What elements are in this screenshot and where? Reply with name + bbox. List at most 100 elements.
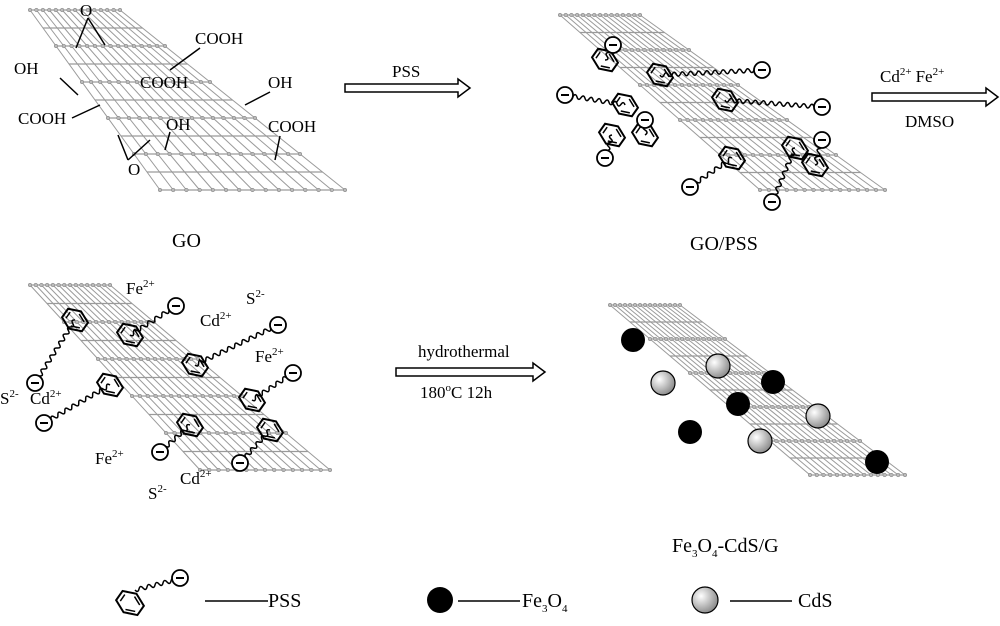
carbon-atom xyxy=(147,43,152,49)
double-bond xyxy=(615,128,622,138)
carbon-atom xyxy=(169,393,174,399)
carbon-atom xyxy=(637,12,643,18)
carbon-atom xyxy=(89,79,94,85)
negative-charge-icon xyxy=(26,374,44,392)
legend-pss: PSS xyxy=(268,590,301,612)
carbon-atom xyxy=(700,82,706,88)
benzene-ring-icon xyxy=(114,589,146,617)
carbon-atom xyxy=(90,282,95,288)
ring xyxy=(95,372,125,398)
carbon-atom xyxy=(739,117,744,123)
double-bond xyxy=(735,151,742,161)
carbon-atom xyxy=(722,336,728,342)
negative-charge-icon xyxy=(604,36,622,54)
carbon-atom xyxy=(286,151,291,157)
carbon-atom xyxy=(780,438,785,444)
svg-text:S2-: S2- xyxy=(148,483,167,503)
ring xyxy=(255,417,285,443)
carbon-atom xyxy=(762,117,767,123)
carbon-atom xyxy=(27,282,33,288)
carbon-atom xyxy=(189,115,195,121)
carbon-atom xyxy=(329,187,334,193)
oh-label: OH xyxy=(14,59,39,78)
carbon-atom xyxy=(669,336,674,342)
carbon-atom xyxy=(699,370,704,376)
reaction-arrow xyxy=(395,361,547,383)
carbon-atom xyxy=(733,370,738,376)
lattice-line xyxy=(87,9,280,191)
carbon-atom xyxy=(124,43,129,49)
carbon-atom xyxy=(756,370,761,376)
double-bond xyxy=(119,594,126,602)
carbon-atom xyxy=(126,115,132,121)
ring xyxy=(180,352,210,378)
carbon-atom xyxy=(110,356,115,362)
carbon-atom xyxy=(116,79,121,85)
negative-charge-icon xyxy=(171,569,189,587)
carbon-atom xyxy=(153,393,158,399)
carbon-atom xyxy=(300,467,305,473)
carbon-atom xyxy=(745,370,750,376)
carbon-atom xyxy=(143,151,148,157)
carbon-atom xyxy=(770,404,775,410)
carbon-atom xyxy=(129,393,135,399)
svg-text:Cd2+: Cd2+ xyxy=(200,310,232,330)
bond-line xyxy=(244,91,271,106)
fe-ion: Fe xyxy=(916,67,933,86)
carbon-atom xyxy=(857,438,863,444)
carbon-atom xyxy=(661,47,666,53)
cds-particle-icon xyxy=(805,403,831,429)
double-bond xyxy=(798,141,805,151)
gopss-title: GO/PSS xyxy=(690,233,758,255)
carbon-atom xyxy=(111,7,116,13)
carbon-atom xyxy=(655,47,660,53)
carbon-atom xyxy=(126,319,131,325)
svg-text:Fe2+: Fe2+ xyxy=(126,278,155,298)
carbon-atom xyxy=(237,187,242,193)
double-bond xyxy=(805,156,811,164)
carbon-atom xyxy=(820,187,825,193)
carbon-atom xyxy=(162,43,168,49)
negative-charge-icon xyxy=(231,454,249,472)
lattice-line xyxy=(36,9,174,191)
arrow-shape xyxy=(395,361,547,383)
legend-fe3o4: Fe3O4 xyxy=(522,590,568,615)
carbon-atom xyxy=(85,7,90,13)
carbon-atom xyxy=(62,282,67,288)
double-bond xyxy=(818,158,825,168)
sulfonate-chain xyxy=(134,577,176,593)
reaction-arrow xyxy=(871,86,1000,108)
lattice-line xyxy=(98,284,312,471)
arrow-shape xyxy=(871,86,1000,108)
carbon-atom xyxy=(216,393,221,399)
carbon-atom xyxy=(814,472,819,478)
lattice-line xyxy=(74,9,253,191)
carbon-atom xyxy=(137,393,142,399)
carbon-atom xyxy=(693,117,698,123)
cooh-label: COOH xyxy=(195,29,243,48)
carbon-atom xyxy=(742,152,747,158)
carbon-atom xyxy=(806,438,811,444)
carbon-atom xyxy=(800,438,805,444)
carbon-atom xyxy=(865,187,870,193)
lattice-line xyxy=(654,304,872,476)
carbon-atom xyxy=(696,336,701,342)
carbon-atom xyxy=(847,187,852,193)
carbon-atom xyxy=(263,187,268,193)
double-bond xyxy=(273,423,280,433)
ring xyxy=(175,412,205,438)
lattice-line xyxy=(100,9,306,191)
lattice-line xyxy=(61,9,227,191)
carbon-atom xyxy=(50,282,55,288)
carbon-atom xyxy=(647,336,653,342)
lattice-line xyxy=(81,9,267,191)
carbon-atom xyxy=(838,438,843,444)
lattice-line xyxy=(103,284,322,471)
carbon-atom xyxy=(249,430,254,436)
lattice-line xyxy=(565,14,770,191)
ring xyxy=(60,307,90,333)
lattice-line xyxy=(605,14,832,191)
epoxy-o-label: O xyxy=(80,1,92,20)
fe3o4-particle-icon xyxy=(621,328,645,352)
double-bond xyxy=(193,418,200,428)
